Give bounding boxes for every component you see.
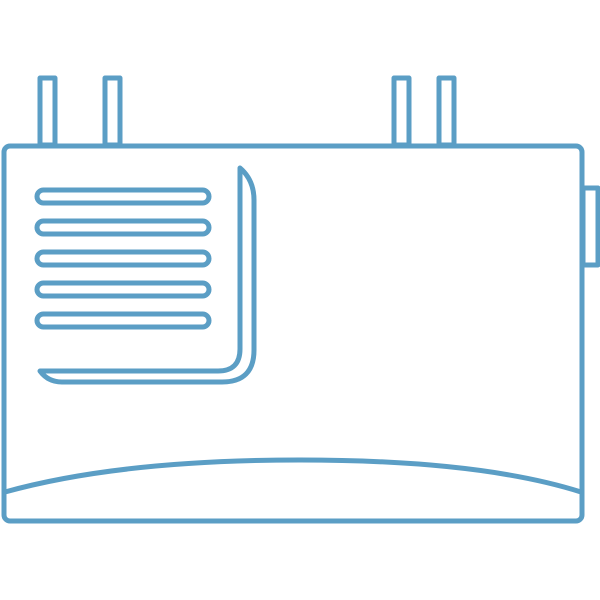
vent-slot [34, 249, 212, 268]
antenna-3 [391, 75, 412, 148]
base-curve [2, 457, 584, 495]
vent-slots [34, 187, 212, 330]
panel-corner-shape [37, 165, 257, 385]
vent-slot [34, 280, 212, 299]
side-port [580, 185, 600, 268]
antenna-4 [436, 75, 457, 148]
antennas [37, 75, 457, 148]
router-body [1, 143, 585, 524]
vent-slot [34, 187, 212, 206]
vent-slot [34, 311, 212, 330]
antenna-1 [37, 75, 58, 148]
antenna-2 [102, 75, 123, 148]
vent-slot [34, 218, 212, 237]
